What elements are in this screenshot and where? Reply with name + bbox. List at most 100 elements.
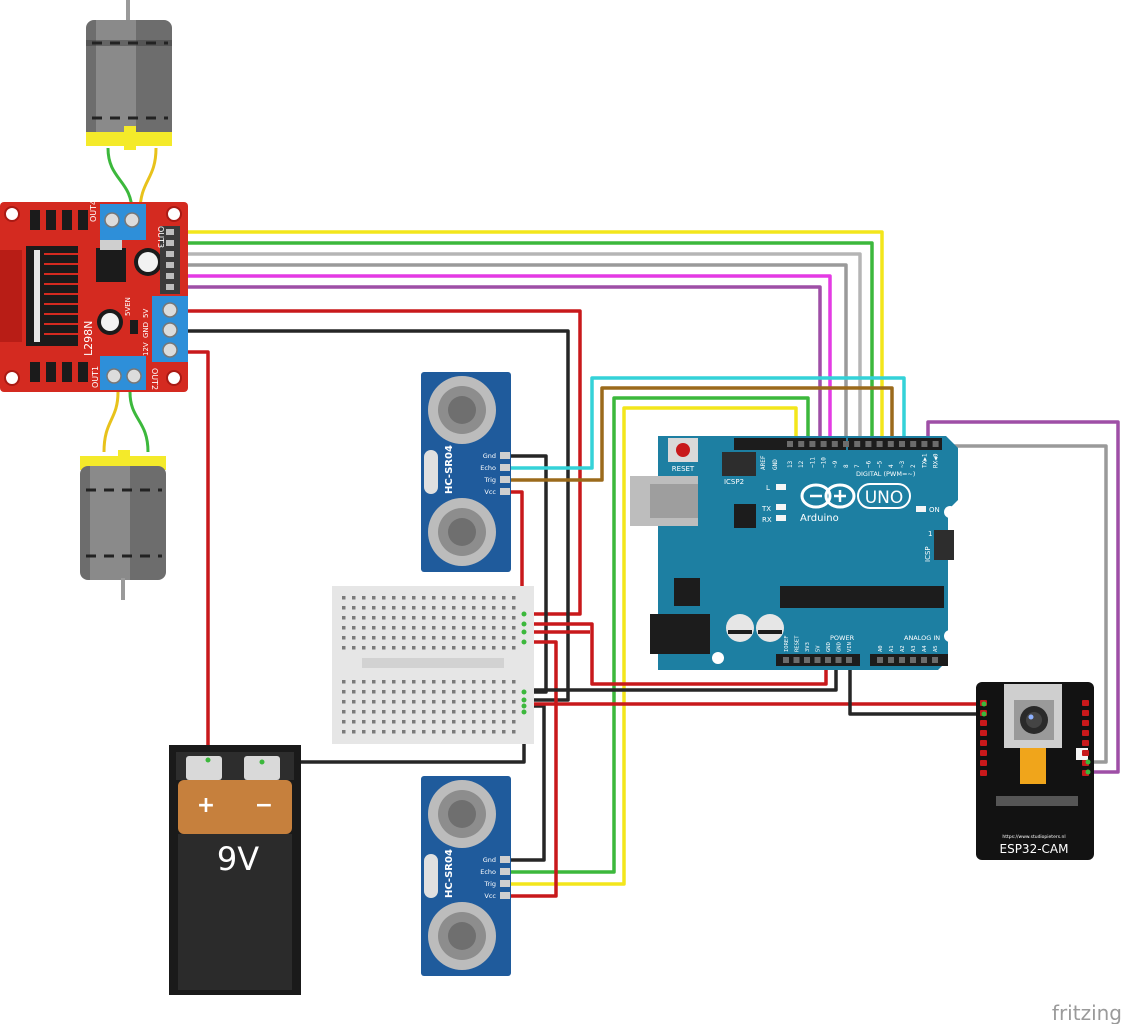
breadboard-hole [462,606,466,610]
breadboard-hole [392,646,396,650]
breadboard-hole [382,710,386,714]
breadboard-hole [452,626,456,630]
arduino-analog-label: ANALOG IN [904,634,940,642]
breadboard-hole [402,710,406,714]
breadboard-hole [342,690,346,694]
breadboard-hole [402,616,406,620]
breadboard-hole [482,636,486,640]
digital-pin-socket [899,441,905,447]
l298n-5ven-label: 5VEN [124,297,132,316]
breadboard-hole [432,700,436,704]
breadboard-hole [452,680,456,684]
breadboard-hole [482,700,486,704]
power-pin-socket [814,657,821,663]
breadboard-hole [372,646,376,650]
digital-pin-label: TX▶1 [921,453,928,468]
breadboard-hole [452,720,456,724]
breadboard-hole [372,680,376,684]
breadboard-hole [442,700,446,704]
breadboard-hole [472,626,476,630]
breadboard-hole [402,680,406,684]
sensor-2-pin-echo: Echo [480,868,496,876]
power-pin-label: GND [826,642,832,652]
breadboard-hole [412,626,416,630]
breadboard-hole [422,646,426,650]
analog-pin-label: A1 [889,645,895,652]
breadboard-hole [342,636,346,640]
dc-motor-top [86,0,172,150]
breadboard-hole [422,636,426,640]
analog-pin-label: A4 [922,645,928,652]
digital-pin-socket [843,441,849,447]
analog-pin-label: A0 [878,645,884,652]
arduino-digital-label: DIGITAL (PWM=~) [856,470,915,478]
breadboard-hole [402,606,406,610]
breadboard-hole [362,720,366,724]
breadboard-hole [482,596,486,600]
breadboard-hole [512,690,516,694]
breadboard-hole [362,596,366,600]
breadboard-hole [472,710,476,714]
breadboard-hole [352,710,356,714]
breadboard-hole [492,626,496,630]
breadboard-hole [492,710,496,714]
breadboard-hole [432,626,436,630]
breadboard-hole [512,720,516,724]
breadboard-hole [502,710,506,714]
breadboard-hole [452,636,456,640]
breadboard-hole [422,690,426,694]
breadboard-hole [382,646,386,650]
breadboard-hole [372,690,376,694]
digital-pin-label: 4 [888,464,895,468]
digital-pin-socket [876,441,883,447]
breadboard-hole [372,720,376,724]
breadboard-hole [462,690,466,694]
breadboard-hole [502,680,506,684]
arduino-logo-icon [800,483,856,509]
breadboard-hole [382,626,386,630]
digital-pin-label: 12 [798,460,805,468]
breadboard-hole [342,720,346,724]
breadboard-hole [342,680,346,684]
breadboard-hole [512,616,516,620]
breadboard-hole [462,616,466,620]
breadboard-hole [512,700,516,704]
sensor-1-model-label: HC-SR04 [444,445,455,494]
breadboard-hole [442,730,446,734]
breadboard-hole [442,680,446,684]
digital-pin-socket [820,441,827,447]
breadboard-hole [502,700,506,704]
digital-pin-label: ~10 [821,457,828,468]
breadboard-hole [482,680,486,684]
analog-pin-socket [921,657,927,663]
breadboard-hole [452,616,456,620]
breadboard-hole [402,596,406,600]
breadboard-hole [502,720,506,724]
breadboard-hole [512,636,516,640]
esp32-pin [1082,720,1089,726]
breadboard-hole [472,720,476,724]
digital-pin-label: RX◀0 [933,453,940,468]
breadboard [332,586,534,744]
breadboard-hole [432,690,436,694]
sensor-1-pin-vcc: Vcc [484,488,496,496]
digital-pin-socket [809,441,816,447]
power-pin-socket [825,657,831,663]
breadboard-hole [402,720,406,724]
breadboard-hole [382,690,386,694]
breadboard-hole [462,636,466,640]
esp32-pin [980,750,987,756]
breadboard-hole [512,730,516,734]
breadboard-hole [502,730,506,734]
breadboard-holes [342,596,516,734]
l298n-gnd-label: GND [142,322,150,338]
sensor-2-model-label: HC-SR04 [444,849,455,898]
breadboard-hole [392,720,396,724]
breadboard-hole [432,606,436,610]
breadboard-hole [432,636,436,640]
esp32-pin [1082,750,1089,756]
breadboard-hole [482,616,486,620]
wires [180,230,1120,898]
l298n-5v-label: 5V [142,309,150,318]
breadboard-hole [462,700,466,704]
